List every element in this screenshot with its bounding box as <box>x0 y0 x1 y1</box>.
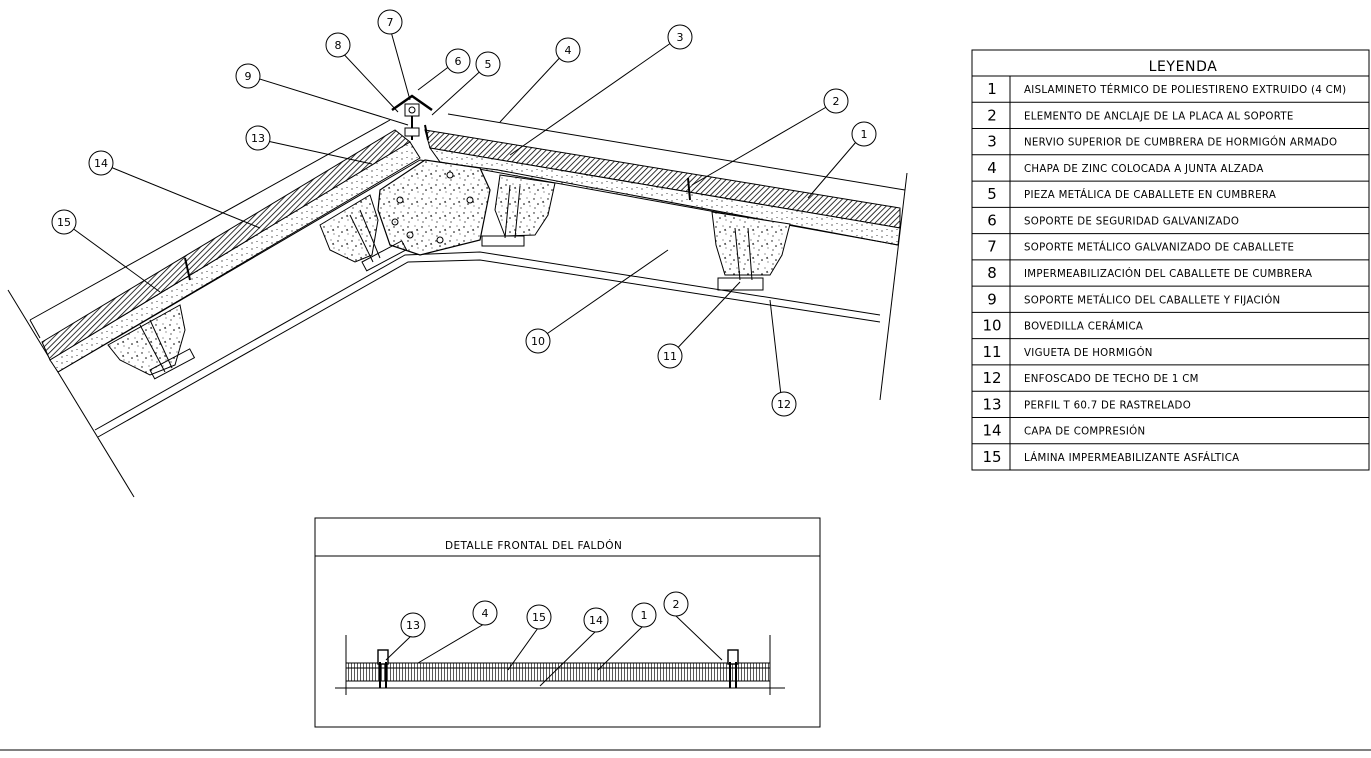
ridge-cap <box>391 94 433 141</box>
plaster-line-bottom <box>97 259 881 438</box>
callout-1 <box>851 121 877 147</box>
legend-item-text: NERVIO SUPERIOR DE CUMBRERA DE HORMIGÓN … <box>1024 136 1337 149</box>
callout-label: 5 <box>485 58 492 71</box>
callout-label: 2 <box>833 95 840 108</box>
callout-label: 13 <box>406 619 420 632</box>
legend-item-text: CAPA DE COMPRESIÓN <box>1024 425 1145 438</box>
detail-drawing <box>335 615 785 695</box>
detail-callout-2 <box>663 591 689 617</box>
detail-title: DETALLE FRONTAL DEL FALDÓN <box>445 539 622 552</box>
legend-item-number: 5 <box>987 185 997 203</box>
callout-12 <box>771 391 797 417</box>
callout-7 <box>377 9 403 35</box>
callout-label: 8 <box>335 39 342 52</box>
callout-5 <box>475 51 501 77</box>
legend-rows: 1 AISLAMINETO TÉRMICO DE POLIESTIRENO EXT… <box>972 80 1369 466</box>
callout-label: 4 <box>482 607 489 620</box>
detail-callouts <box>400 591 689 638</box>
legend-item-text: ENFOSCADO DE TECHO DE 1 CM <box>1024 374 1199 385</box>
legend-item-number: 11 <box>982 343 1001 361</box>
roof-section-drawing <box>7 27 908 498</box>
joist-left-1 <box>107 304 196 380</box>
callout-label: 14 <box>94 157 108 170</box>
legend-item-number: 1 <box>987 80 997 98</box>
legend-item-text: SOPORTE DE SEGURIDAD GALVANIZADO <box>1024 216 1239 227</box>
joist-right-1 <box>481 174 556 247</box>
legend-item-number: 9 <box>987 290 997 308</box>
callout-label: 3 <box>677 31 684 44</box>
callout-14 <box>88 150 114 176</box>
callout-4 <box>555 37 581 63</box>
callout-2 <box>823 88 849 114</box>
joist-left-2 <box>319 194 408 272</box>
detail-callout-15 <box>526 604 552 630</box>
callout-label: 13 <box>251 132 265 145</box>
zinc-sheet-right <box>447 113 906 191</box>
legend-item-text: PIEZA METÁLICA DE CABALLETE EN CUMBRERA <box>1024 188 1276 201</box>
callout-label: 2 <box>673 598 680 611</box>
legend-table: LEYENDA 1 AISLAMINETO TÉRMICO DE POLIESTI… <box>971 49 1370 471</box>
callout-label: 14 <box>589 614 603 627</box>
legend-item-number: 13 <box>982 395 1001 413</box>
legend-item-number: 4 <box>987 159 997 177</box>
callout-6 <box>445 48 471 74</box>
detail-callout-13 <box>400 612 426 638</box>
legend-item-text: LÁMINA IMPERMEABILIZANTE ASFÁLTICA <box>1024 451 1239 464</box>
legend-item-text: SOPORTE METÁLICO DEL CABALLETE Y FIJACIÓ… <box>1024 293 1280 306</box>
compression-layer-left <box>49 141 421 373</box>
zinc-edge <box>29 319 41 339</box>
detail-callout-1 <box>631 602 657 628</box>
section-callout-labels: 7 8 6 5 4 3 9 13 2 1 14 15 10 11 12 <box>57 16 868 411</box>
joist-right-2 <box>711 211 791 291</box>
legend-item-number: 6 <box>987 211 997 229</box>
legend-item-number: 8 <box>987 264 997 282</box>
legend-item-text: PERFIL T 60.7 DE RASTRELADO <box>1024 400 1191 411</box>
legend-title: LEYENDA <box>1149 59 1218 75</box>
legend-item-number: 3 <box>987 133 997 151</box>
legend-item-number: 7 <box>987 238 997 256</box>
callout-label: 4 <box>565 44 572 57</box>
legend-item-text: VIGUETA DE HORMIGÓN <box>1024 346 1153 359</box>
legend-item-number: 15 <box>982 448 1001 466</box>
callout-3 <box>667 24 693 50</box>
plaster-line-top <box>94 251 881 431</box>
callout-11 <box>657 343 683 369</box>
callout-label: 15 <box>532 611 546 624</box>
cut-line-right <box>879 172 908 401</box>
callout-10 <box>525 328 551 354</box>
callout-label: 11 <box>663 350 677 363</box>
cut-line-left <box>7 289 135 498</box>
legend-item-number: 14 <box>982 422 1001 440</box>
legend-item-number: 2 <box>987 106 997 124</box>
legend-item-number: 12 <box>982 369 1001 387</box>
detail-callout-labels: 13 4 15 14 1 2 <box>406 598 680 632</box>
legend-item-text: AISLAMINETO TÉRMICO DE POLIESTIRENO EXTR… <box>1024 83 1346 96</box>
section-callouts <box>51 9 877 417</box>
legend-item-text: ELEMENTO DE ANCLAJE DE LA PLACA AL SOPOR… <box>1024 111 1294 122</box>
callout-label: 6 <box>455 55 462 68</box>
legend-item-text: IMPERMEABILIZACIÓN DEL CABALLETE DE CUMB… <box>1024 267 1312 280</box>
callout-label: 7 <box>387 16 394 29</box>
callout-label: 10 <box>531 335 545 348</box>
legend-item-text: CHAPA DE ZINC COLOCADA A JUNTA ALZADA <box>1024 164 1264 175</box>
callout-label: 12 <box>777 398 791 411</box>
callout-13 <box>245 125 271 151</box>
callout-label: 1 <box>861 128 868 141</box>
detail-callout-4 <box>472 600 498 626</box>
legend-item-text: BOVEDILLA CERÁMICA <box>1024 320 1143 333</box>
detail-callout-14 <box>583 607 609 633</box>
zinc-sheet-left <box>29 119 391 321</box>
front-detail: DETALLE FRONTAL DEL FALDÓN <box>314 517 821 728</box>
callout-9 <box>235 63 261 89</box>
callout-label: 1 <box>641 609 648 622</box>
ridge-concrete-nerve <box>377 159 491 256</box>
legend-item-number: 10 <box>982 317 1001 335</box>
callout-8 <box>325 32 351 58</box>
callout-label: 15 <box>57 216 71 229</box>
callout-15 <box>51 209 77 235</box>
callout-label: 9 <box>245 70 252 83</box>
legend-item-text: SOPORTE METÁLICO GALVANIZADO DE CABALLET… <box>1024 241 1294 254</box>
